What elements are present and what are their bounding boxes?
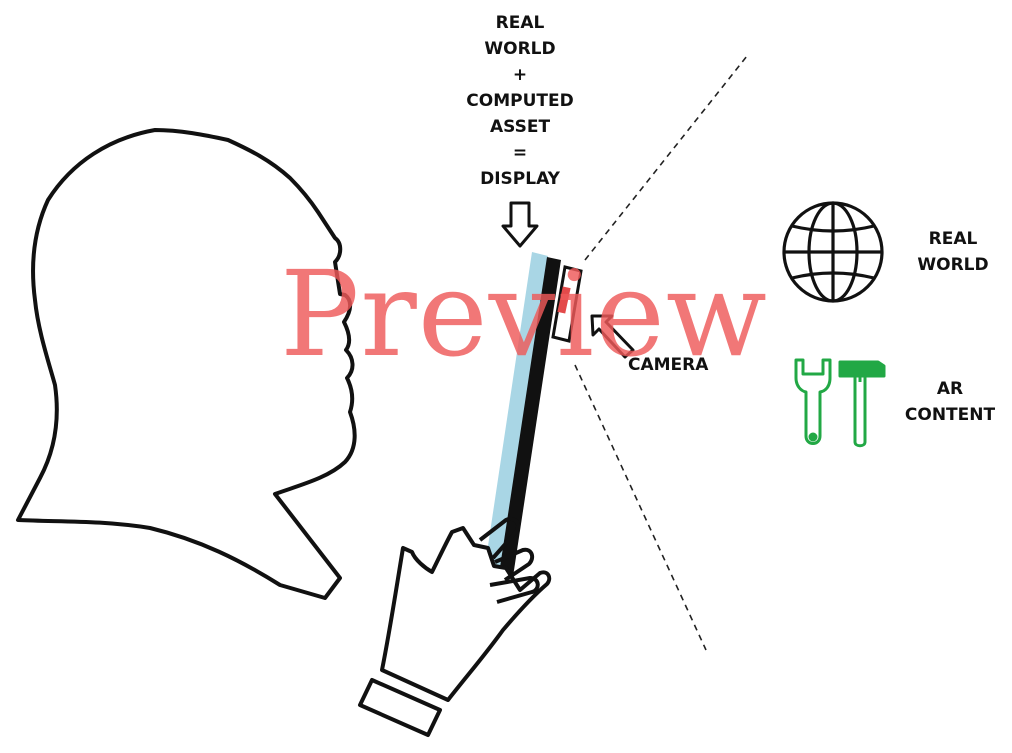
equation-line-equals: =	[440, 140, 600, 166]
ar-content-label: AR CONTENT	[890, 376, 1010, 428]
down-arrow-icon	[503, 203, 537, 246]
view-line-lower	[575, 365, 706, 650]
hand-icon	[360, 519, 549, 735]
equation-line-computed: COMPUTED	[440, 88, 600, 114]
display-equation: REAL WORLD + COMPUTED ASSET = DISPLAY	[440, 10, 600, 192]
real-world-label: REAL WORLD	[905, 226, 1001, 278]
head-silhouette-icon	[18, 130, 355, 598]
real-world-label-line1: REAL	[905, 226, 1001, 252]
equation-line-asset: ASSET	[440, 114, 600, 140]
hammer-icon	[840, 362, 884, 446]
view-line-upper	[585, 56, 747, 260]
camera-label: CAMERA	[628, 352, 708, 378]
equation-line-world: WORLD	[440, 36, 600, 62]
real-world-label-line2: WORLD	[905, 252, 1001, 278]
globe-icon	[784, 203, 882, 301]
wrench-icon	[796, 360, 830, 444]
equation-line-display: DISPLAY	[440, 166, 600, 192]
camera-arrow-icon	[592, 316, 633, 357]
ar-content-label-line1: AR	[890, 376, 1010, 402]
equation-line-plus: +	[440, 62, 600, 88]
ar-content-label-line2: CONTENT	[890, 402, 1010, 428]
equation-line-real: REAL	[440, 10, 600, 36]
